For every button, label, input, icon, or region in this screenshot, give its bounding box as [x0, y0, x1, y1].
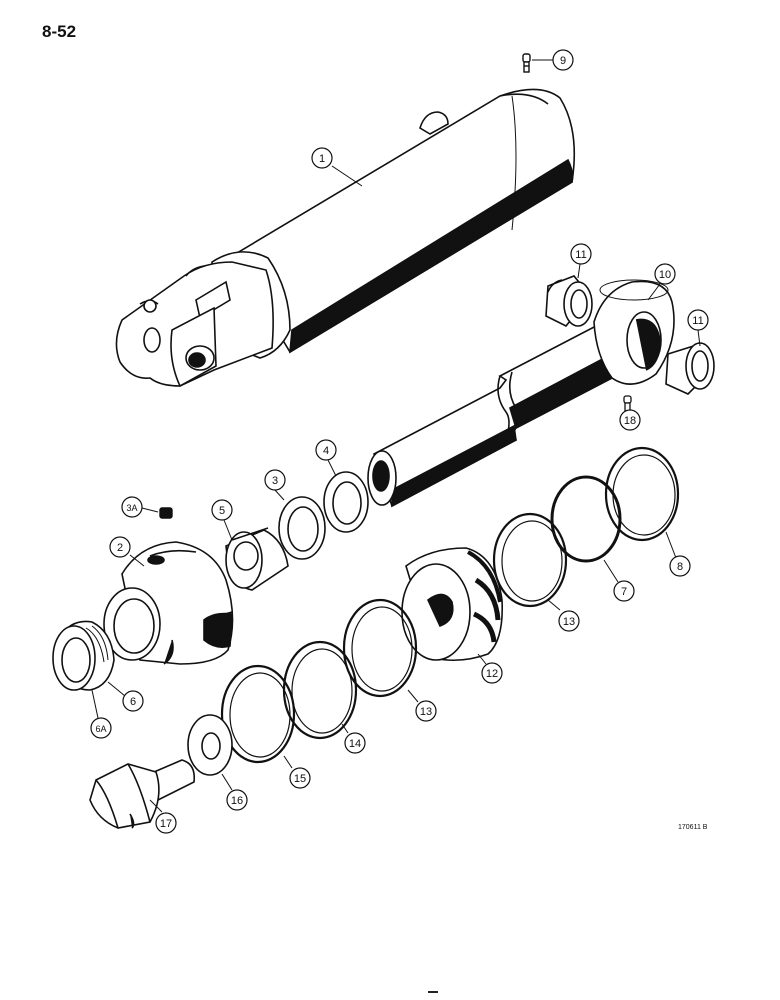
gland-2 — [103, 541, 234, 665]
ring-13-upper — [492, 512, 568, 608]
wiper-4 — [323, 471, 369, 533]
bolt-17 — [89, 759, 196, 829]
callout-13-upper: 13 — [558, 610, 580, 632]
o-ring-7 — [550, 475, 622, 563]
page-number: 8-52 — [42, 22, 77, 41]
svg-text:6A: 6A — [95, 724, 106, 734]
callout-18: 18 — [619, 409, 641, 431]
svg-text:8: 8 — [677, 561, 683, 573]
bushing-5 — [225, 527, 289, 591]
callout-3: 3 — [264, 469, 286, 491]
svg-text:17: 17 — [160, 818, 172, 830]
svg-text:12: 12 — [486, 668, 498, 680]
svg-text:2: 2 — [117, 542, 123, 554]
ring-13-lower — [342, 598, 418, 698]
svg-text:5: 5 — [219, 505, 225, 517]
callout-16: 16 — [226, 789, 248, 811]
cylinder-barrel — [115, 88, 576, 388]
svg-text:14: 14 — [349, 738, 361, 750]
svg-text:16: 16 — [231, 795, 243, 807]
callout-11-upper: 11 — [570, 243, 592, 265]
callout-12: 12 — [481, 662, 503, 684]
callout-15: 15 — [289, 767, 311, 789]
callout-10: 10 — [654, 263, 676, 285]
svg-text:10: 10 — [659, 269, 671, 281]
svg-text:3A: 3A — [126, 503, 137, 513]
callout-9: 9 — [552, 49, 574, 71]
svg-text:11: 11 — [692, 315, 703, 327]
svg-text:13: 13 — [420, 706, 432, 718]
callout-6: 6 — [122, 690, 144, 712]
callout-11-lower: 11 — [687, 309, 709, 331]
callout-8: 8 — [669, 555, 691, 577]
piston-12 — [401, 547, 504, 662]
svg-text:11: 11 — [575, 249, 586, 261]
piston-rod — [367, 279, 675, 508]
bushing-11-upper — [545, 275, 593, 328]
svg-text:6: 6 — [130, 696, 136, 708]
seal-3 — [278, 496, 326, 560]
grease-fitting-9 — [522, 53, 531, 73]
svg-text:1: 1 — [319, 153, 325, 165]
ring-8 — [604, 446, 680, 542]
callout-1: 1 — [311, 147, 333, 169]
svg-text:4: 4 — [323, 445, 329, 457]
svg-text:9: 9 — [560, 55, 566, 67]
plug-3a — [159, 507, 173, 519]
callout-4: 4 — [315, 439, 337, 461]
figure-code: 170611 B — [678, 824, 708, 831]
callout-3a: 3A — [121, 496, 143, 518]
bottom-mark — [428, 991, 438, 993]
callout-17: 17 — [155, 812, 177, 834]
svg-text:13: 13 — [563, 616, 575, 628]
svg-text:7: 7 — [621, 586, 627, 598]
svg-text:15: 15 — [294, 773, 306, 785]
callout-13-lower: 13 — [415, 700, 437, 722]
callout-5: 5 — [211, 499, 233, 521]
callout-6a: 6A — [90, 717, 112, 739]
svg-text:3: 3 — [272, 475, 278, 487]
callout-7: 7 — [613, 580, 635, 602]
ring-14 — [282, 640, 358, 740]
nut-6 — [52, 620, 115, 691]
callout-14: 14 — [344, 732, 366, 754]
ring-15 — [220, 664, 296, 764]
washer-16 — [187, 714, 233, 776]
svg-text:18: 18 — [624, 415, 636, 427]
bushing-11-lower — [665, 342, 715, 395]
callout-2: 2 — [109, 536, 131, 558]
